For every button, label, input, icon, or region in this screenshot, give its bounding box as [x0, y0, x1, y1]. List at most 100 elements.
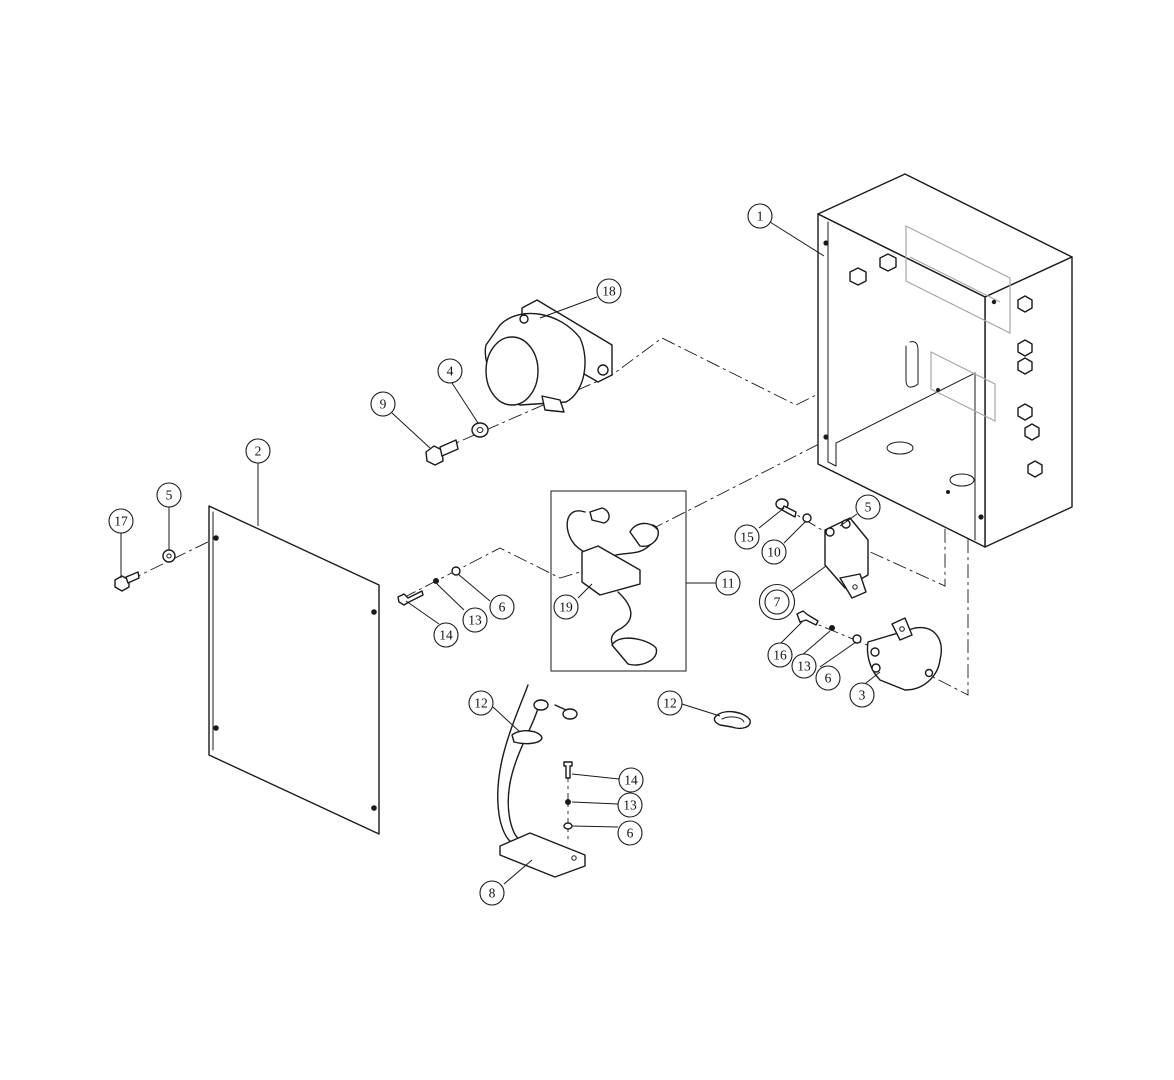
screw-14-bottom	[563, 761, 573, 779]
callout-1-label: 1	[757, 209, 764, 224]
solenoid-terminal-1	[870, 647, 880, 657]
lock-washer-13-right	[829, 625, 835, 631]
callout-1: 1	[747, 203, 773, 229]
screw-17	[114, 571, 140, 592]
motor-mount-stud	[597, 364, 609, 376]
enclosure-floor-hole-1	[886, 441, 914, 455]
enclosure-nuts	[849, 253, 1043, 478]
cable-assembly-block	[499, 832, 586, 878]
enclosure-side	[817, 213, 986, 548]
cover-plate	[208, 505, 380, 835]
cable-assembly-lug-1	[533, 699, 549, 711]
screw-16	[796, 610, 819, 626]
enclosure-handle	[905, 341, 919, 388]
callout-6-left-label: 6	[499, 600, 506, 615]
bolt-9-head	[425, 445, 444, 466]
callout-15: 15	[734, 524, 760, 550]
washer-4	[471, 422, 489, 438]
mounting-bracket-upper	[905, 225, 1011, 334]
callout-5-right-label: 5	[865, 500, 872, 515]
solenoid-terminal-2	[871, 663, 881, 673]
harness-kit-frame	[550, 490, 687, 672]
circuit-breaker	[824, 517, 869, 599]
lock-washer-13-left	[433, 578, 439, 584]
callout-13-left: 13	[462, 607, 488, 633]
harness-block-19	[581, 545, 641, 596]
callout-11: 11	[715, 570, 741, 596]
callout-10: 10	[761, 539, 787, 565]
bolt-9-shank	[439, 439, 459, 457]
callout-6-bottom-label: 6	[627, 826, 634, 841]
harness-ring-terminal	[589, 507, 610, 524]
enclosure-box	[817, 173, 1073, 548]
callout-13-right-label: 13	[797, 659, 811, 674]
callout-16: 16	[767, 642, 793, 668]
bolt-9	[425, 439, 459, 466]
callout-19: 19	[553, 594, 579, 620]
callout-6-bottom: 6	[617, 820, 643, 846]
enclosure-holes	[823, 240, 997, 520]
motor-end-cap	[485, 336, 539, 406]
screw-14-left	[397, 590, 424, 606]
callout-5-right: 5	[855, 494, 881, 520]
callout-13-right: 13	[791, 653, 817, 679]
enclosure-floor-hole-2	[949, 473, 975, 487]
callout-6-left: 6	[489, 594, 515, 620]
callout-6-right-label: 6	[825, 671, 832, 686]
center-line-harness-enclosure	[649, 384, 936, 531]
callouts: 1 2 3 4 5 5 6 6 6 7 8	[108, 203, 881, 906]
breaker-body	[824, 517, 869, 589]
motor-top-stud	[519, 314, 529, 324]
callout-17-label: 17	[114, 514, 128, 529]
callout-15-label: 15	[740, 530, 754, 545]
cable-clamp-left	[511, 730, 543, 745]
solenoid-body	[866, 626, 942, 691]
motor-terminal	[541, 395, 565, 413]
center-line-cover-plate	[127, 537, 217, 582]
callout-4: 4	[437, 358, 463, 384]
enclosure-inner-edge	[827, 221, 837, 467]
washer-10	[802, 513, 812, 523]
center-line-harness	[402, 547, 581, 599]
solenoid-terminal-3	[924, 668, 934, 678]
leader-lines	[120, 221, 881, 885]
callout-14-bottom-label: 14	[624, 773, 638, 788]
cable-assembly	[496, 684, 586, 878]
callout-7-label: 7	[774, 595, 781, 610]
callout-8: 8	[479, 880, 505, 906]
breaker-terminal-1	[825, 527, 835, 537]
callout-4-label: 4	[447, 364, 454, 379]
callout-17: 17	[108, 508, 134, 534]
callout-18-label: 18	[602, 284, 616, 299]
callout-13-left-label: 13	[468, 613, 482, 628]
callout-12-left: 12	[468, 690, 494, 716]
callout-3: 3	[849, 682, 875, 708]
callout-12-right: 12	[657, 690, 683, 716]
harness-kit	[550, 490, 687, 672]
washer-6-bottom	[563, 822, 573, 830]
screw-set-left	[397, 566, 461, 606]
cable-assembly-lug-2	[562, 708, 578, 720]
callout-16-label: 16	[773, 648, 787, 663]
harness-boot-lower	[611, 637, 658, 666]
callout-2: 2	[245, 438, 271, 464]
mounting-bracket-upper-lip	[909, 256, 1001, 303]
cable-clamp-right	[713, 710, 751, 729]
cover-plate-face	[208, 505, 380, 835]
washer-5-left	[162, 549, 176, 563]
callout-7: 7	[758, 583, 796, 621]
callout-5-left: 5	[156, 482, 182, 508]
lock-washer-13-bottom	[565, 799, 571, 805]
callout-6-right: 6	[815, 665, 841, 691]
washer-6-left	[451, 566, 461, 576]
callout-18: 18	[596, 278, 622, 304]
callout-9-label: 9	[380, 397, 387, 412]
callout-14-left: 14	[433, 622, 459, 648]
callout-11-label: 11	[722, 576, 735, 591]
washer-6-right	[852, 634, 862, 644]
callout-2-label: 2	[255, 444, 262, 459]
callout-9: 9	[370, 391, 396, 417]
callout-14-left-label: 14	[439, 628, 453, 643]
mounting-bracket-lower	[930, 351, 996, 422]
callout-5-left-label: 5	[166, 488, 173, 503]
